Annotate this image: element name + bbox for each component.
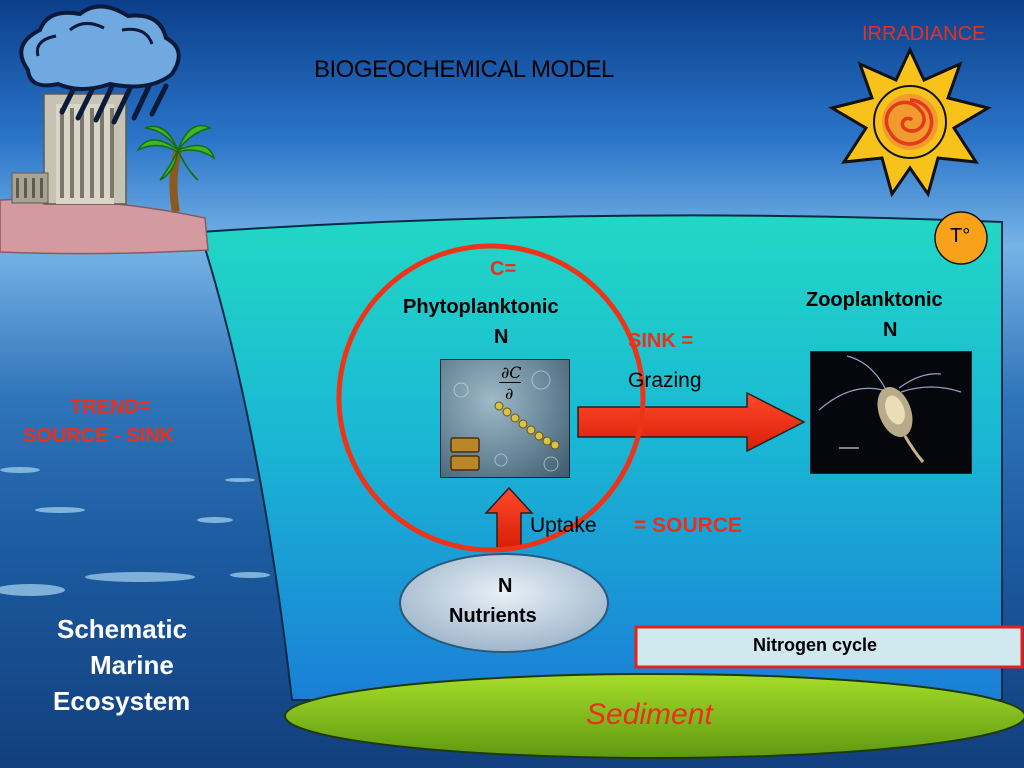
phyto-formula-rule [499, 382, 521, 383]
uptake-label: Uptake [530, 514, 597, 537]
zoo-name: Zooplanktonic [806, 289, 943, 311]
phyto-formula-top: ∂C [501, 363, 522, 382]
copepod-icon [818, 355, 962, 463]
nutrients-label: Nutrients [449, 605, 537, 627]
nutrients-n: N [498, 575, 513, 597]
temperature-circle [934, 211, 988, 265]
nutrients-ellipse [399, 553, 609, 653]
phyto-c-label: C= [490, 258, 517, 280]
diatom-chain-icon [450, 370, 560, 472]
city-building-icon [11, 93, 127, 205]
sediment-label: Sediment [586, 698, 713, 731]
temperature-label: T° [950, 225, 971, 247]
phyto-n: N [494, 326, 509, 348]
phytoplankton-circle [336, 243, 646, 553]
trend-label: TREND= [70, 396, 151, 418]
rain-cloud-icon [19, 4, 181, 125]
nitrogen-cycle-label: Nitrogen cycle [753, 635, 878, 655]
zooplankton-photo [810, 351, 972, 474]
page-title: BIOGEOCHEMICAL MODEL [314, 56, 614, 83]
irradiance-label: IRRADIANCE [862, 23, 986, 45]
sink-label: SINK = [628, 330, 694, 352]
schematic-line1: Schematic [57, 614, 188, 644]
source-label: = SOURCE [634, 514, 742, 537]
phyto-name: Phytoplanktonic [403, 296, 559, 318]
trend-formula: SOURCE - SINK [23, 425, 175, 447]
sun-icon [828, 46, 992, 198]
sediment-ellipse [284, 673, 1024, 759]
palm-tree-icon [136, 124, 216, 213]
schematic-line3: Ecosystem [53, 686, 191, 716]
phytoplankton-photo [440, 359, 570, 478]
phyto-formula-bottom: ∂ [505, 384, 514, 403]
zoo-n: N [883, 319, 898, 341]
grazing-arrow-icon [577, 391, 806, 453]
grazing-label: Grazing [628, 369, 702, 392]
reef-islands [0, 467, 270, 596]
schematic-line2: Marine [90, 650, 174, 680]
nitrogen-cycle-box [634, 625, 1024, 669]
uptake-arrow-icon [484, 486, 534, 549]
